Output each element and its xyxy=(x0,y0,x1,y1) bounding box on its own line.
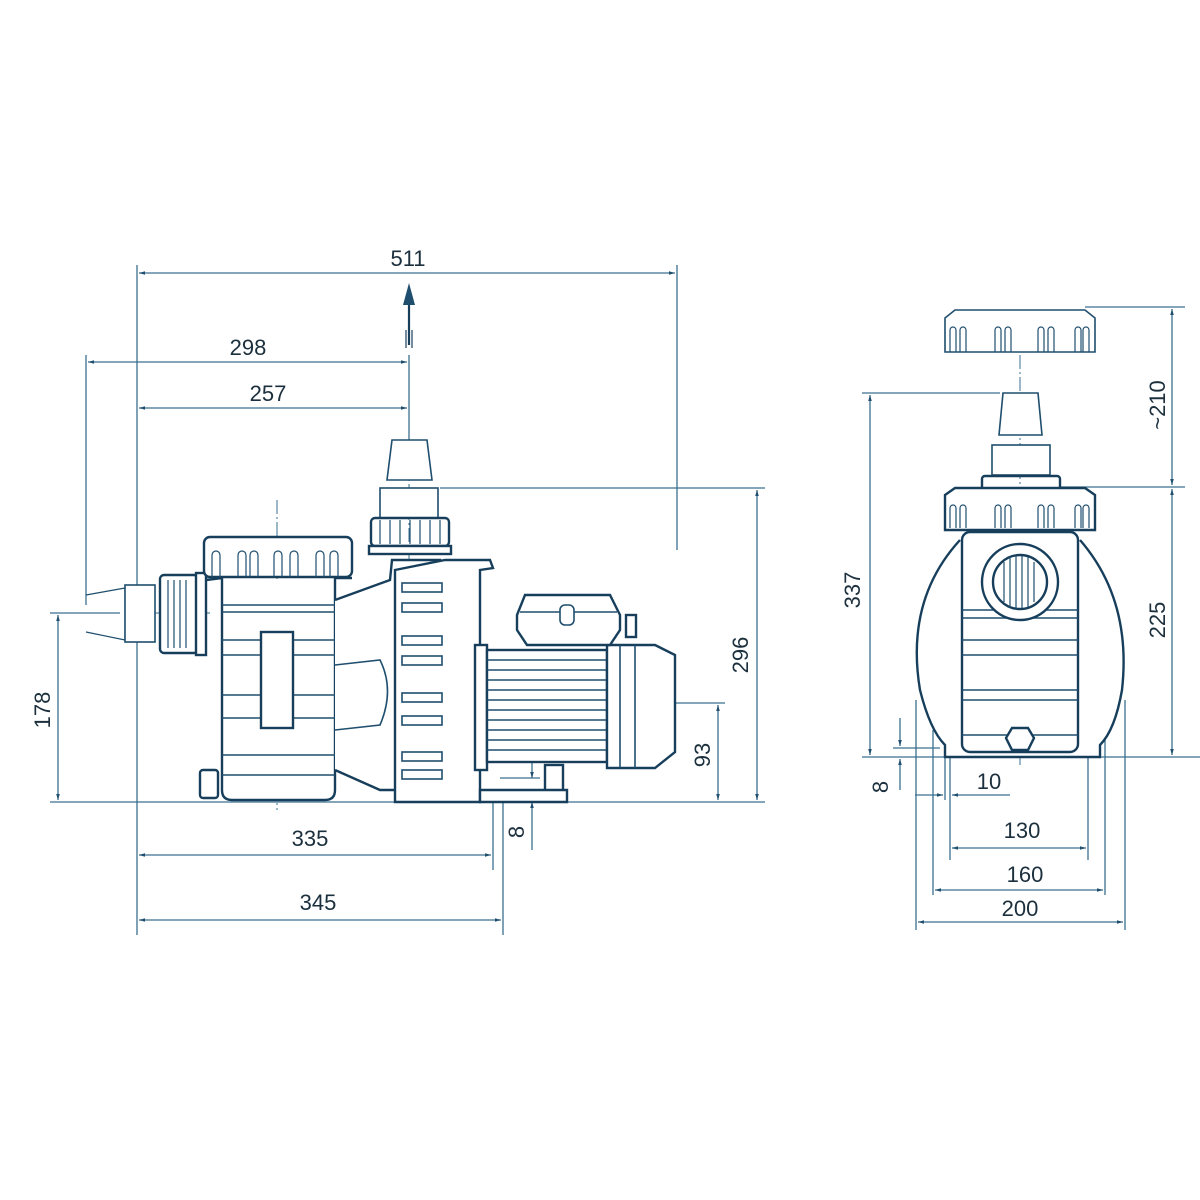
dim-base-to-outlet: 257 xyxy=(250,381,287,406)
dim-base-outer: 345 xyxy=(300,890,337,915)
dim-lid-clearance: ~210 xyxy=(1145,380,1170,430)
dim-hole-spacing: 130 xyxy=(1004,818,1041,843)
dim-inlet-axis-height: 178 xyxy=(30,692,55,729)
outlet-flow-arrow-icon xyxy=(403,283,415,348)
motor-bracket xyxy=(393,558,495,804)
dimension-lines-front xyxy=(868,309,1174,924)
dim-overall-length: 511 xyxy=(390,246,425,271)
extension-lines-front xyxy=(862,306,1200,930)
side-view-labels: 511 298 257 296 93 178 8 335 345 xyxy=(30,246,753,915)
dimension-lines xyxy=(56,271,759,922)
dim-inlet-to-outlet: 298 xyxy=(230,335,267,360)
motor xyxy=(478,593,677,804)
outlet-hose-tail xyxy=(367,439,453,556)
removed-lid xyxy=(944,309,1096,353)
front-view-labels: ~210 337 225 8 10 130 160 200 xyxy=(840,380,1170,921)
inlet-hose-tail xyxy=(85,571,208,657)
dim-lid-top-height: 225 xyxy=(1145,602,1170,639)
dim-base-width-outer: 200 xyxy=(1002,896,1039,921)
dim-motor-axis-height: 93 xyxy=(690,743,715,767)
dim-front-foot-height: 8 xyxy=(868,781,893,793)
dim-overall-height: 296 xyxy=(728,637,753,674)
inlet-port xyxy=(980,542,1060,622)
dim-base-inner: 335 xyxy=(292,826,329,851)
dim-foot-height: 8 xyxy=(504,826,529,838)
dim-front-overall-height: 337 xyxy=(840,572,865,609)
side-view xyxy=(50,265,765,935)
front-view xyxy=(862,306,1200,930)
dim-base-width-inner: 160 xyxy=(1007,862,1044,887)
dim-mount-hole: 10 xyxy=(977,769,1001,794)
strainer-housing xyxy=(198,535,354,802)
